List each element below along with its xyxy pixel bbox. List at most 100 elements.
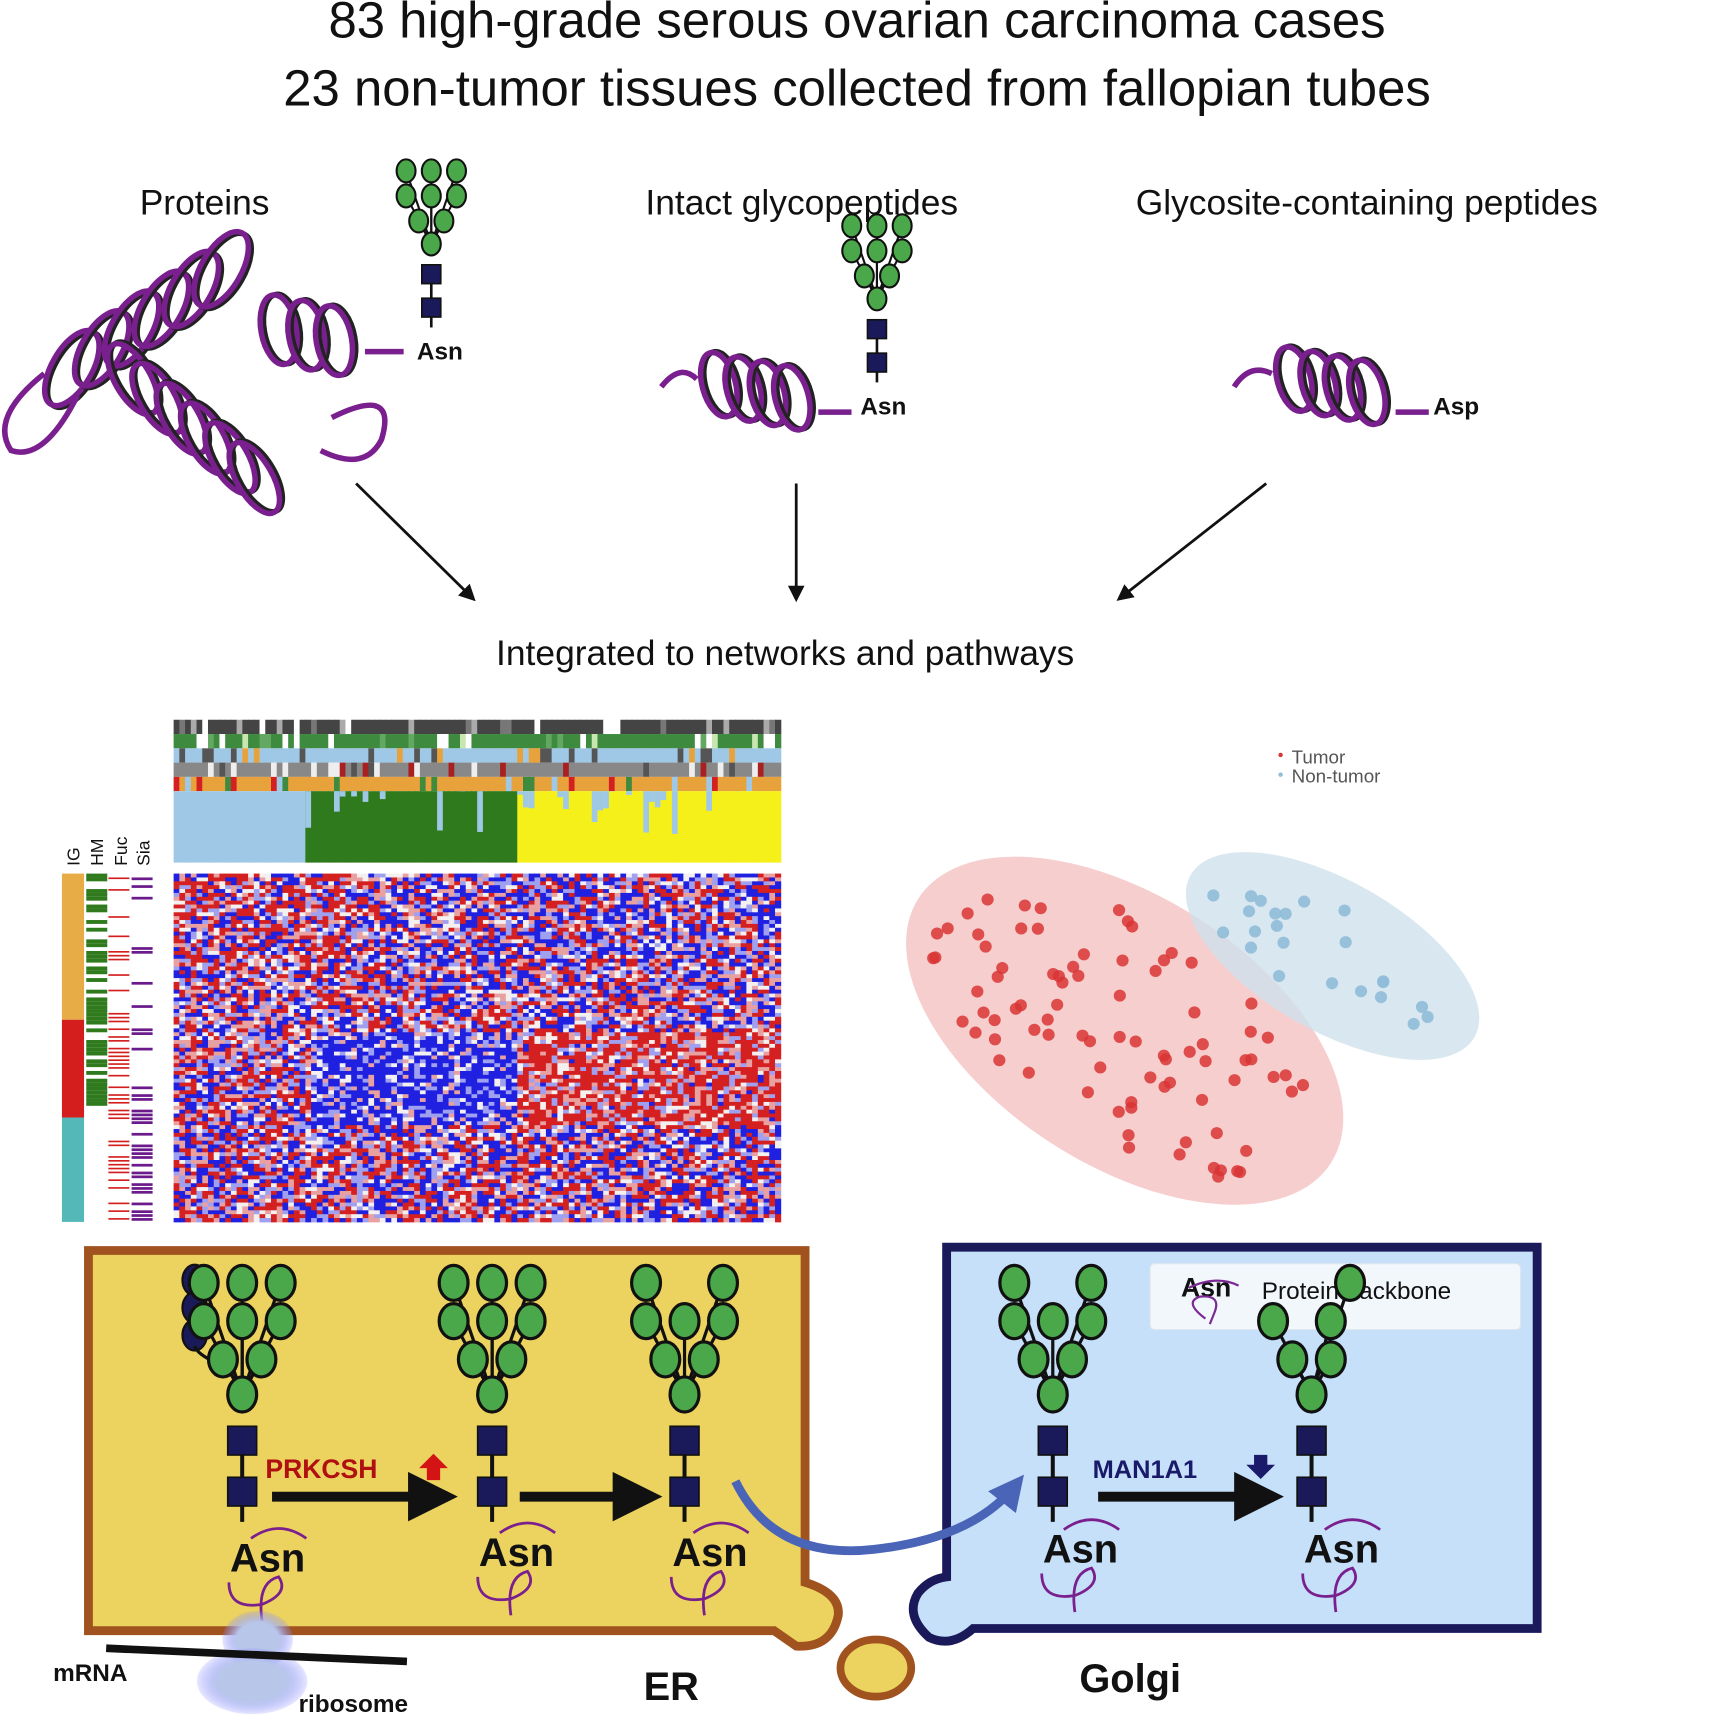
- heatmap-cell: [694, 1024, 701, 1029]
- annotation-cell: [242, 719, 249, 735]
- heatmap-cell: [563, 923, 570, 929]
- heatmap-cell: [580, 908, 587, 913]
- heatmap-cell: [637, 904, 644, 909]
- heatmap-cell: [580, 900, 587, 905]
- heatmap-cell: [402, 950, 409, 956]
- heatmap-cell: [574, 985, 581, 991]
- heatmap-cell: [568, 904, 575, 909]
- heatmap-cell: [494, 908, 501, 913]
- heatmap-cell: [202, 1020, 209, 1025]
- heatmap-cell: [557, 958, 564, 964]
- heatmap-cell: [402, 881, 409, 886]
- heatmap-cell: [253, 981, 260, 987]
- heatmap-cell: [311, 1016, 318, 1022]
- heatmap-cell: [740, 931, 747, 936]
- annotation-cell: [528, 719, 536, 735]
- heatmap-cell: [288, 892, 295, 898]
- heatmap-cell: [179, 1024, 186, 1029]
- heatmap-cell: [557, 1001, 564, 1006]
- annotation-cell: [259, 776, 266, 792]
- heatmap-cell: [311, 966, 318, 971]
- heatmap-cell: [574, 978, 581, 983]
- heatmap-cell: [626, 954, 633, 960]
- annotation-cell: [740, 762, 747, 777]
- heatmap-cell: [763, 889, 770, 894]
- heatmap-cell: [712, 912, 719, 917]
- heatmap-cell: [689, 1024, 696, 1029]
- heatmap-cell: [408, 978, 415, 983]
- annotation-cell: [757, 734, 765, 749]
- heatmap-cell: [488, 989, 495, 995]
- heatmap-cell: [471, 889, 478, 894]
- heatmap-cell: [471, 943, 478, 948]
- heatmap-cell: [465, 889, 472, 894]
- heatmap-cell: [385, 889, 392, 894]
- heatmap-cell: [448, 1016, 455, 1022]
- heatmap-cell: [557, 981, 564, 987]
- heatmap-cell: [500, 935, 507, 940]
- heatmap-cell: [580, 978, 587, 983]
- heatmap-cell: [494, 1012, 501, 1018]
- heatmap-cell: [500, 970, 507, 975]
- heatmap-cell: [345, 877, 352, 882]
- annotation-cell: [603, 776, 610, 792]
- heatmap-cell: [511, 950, 518, 956]
- heatmap-cell: [230, 889, 238, 894]
- annotation-cell: [563, 776, 570, 792]
- heatmap-cell: [706, 889, 713, 894]
- heatmap-cell: [459, 954, 467, 960]
- heatmap-cell: [729, 935, 736, 940]
- annotation-cell: [379, 748, 387, 763]
- annotation-cell: [202, 762, 209, 777]
- cluster-track-cell: [603, 791, 610, 863]
- cluster-track-cell: [683, 791, 690, 863]
- heatmap-cell: [603, 950, 610, 956]
- heatmap-cell: [219, 904, 226, 909]
- heatmap-cell: [746, 1020, 753, 1025]
- heatmap-cell: [700, 900, 707, 905]
- heatmap-cell: [465, 877, 472, 882]
- heatmap-cell: [757, 1012, 765, 1018]
- heatmap-cell: [333, 920, 341, 925]
- heatmap-cell: [282, 873, 289, 878]
- heatmap-cell: [643, 978, 650, 983]
- heatmap-cell: [408, 939, 415, 944]
- heatmap-cell: [717, 896, 724, 902]
- heatmap-cell: [540, 908, 547, 913]
- helix-coil: [191, 228, 252, 310]
- heatmap-cell: [385, 904, 392, 909]
- heatmap-cell: [196, 1024, 203, 1029]
- heatmap-cell: [694, 985, 701, 991]
- heatmap-cell: [551, 900, 558, 905]
- heatmap-cell: [712, 892, 719, 898]
- heatmap-cell: [517, 1020, 524, 1025]
- annotation-cell: [551, 734, 558, 749]
- heatmap-cell: [734, 970, 742, 975]
- heatmap-cell: [391, 1009, 398, 1014]
- heatmap-cell: [660, 939, 667, 944]
- heatmap-cell: [712, 1012, 719, 1018]
- heatmap-cell: [597, 873, 604, 878]
- annotation-cell: [545, 776, 553, 792]
- heatmap-cell: [391, 954, 398, 960]
- heatmap-cell: [666, 885, 673, 890]
- heatmap-cell: [253, 958, 260, 964]
- heatmap-cell: [465, 881, 472, 886]
- heatmap-cell: [488, 974, 495, 979]
- heatmap-cell: [219, 954, 226, 960]
- heatmap-cell: [734, 927, 742, 933]
- heatmap-cell: [213, 970, 220, 975]
- heatmap-cell: [248, 974, 255, 979]
- heatmap-cell: [563, 1001, 570, 1006]
- cluster-track-cell: [734, 791, 742, 863]
- heatmap-cell: [311, 1024, 318, 1029]
- annotation-cell: [757, 776, 765, 792]
- heatmap-cell: [333, 877, 341, 882]
- heatmap-cell: [328, 1024, 335, 1029]
- heatmap-cell: [328, 993, 335, 998]
- heatmap-cell: [706, 993, 713, 998]
- heatmap-cell: [236, 1009, 243, 1014]
- heatmap-cell: [242, 1001, 249, 1006]
- annotation-cell: [316, 719, 324, 735]
- heatmap-cell: [614, 978, 621, 983]
